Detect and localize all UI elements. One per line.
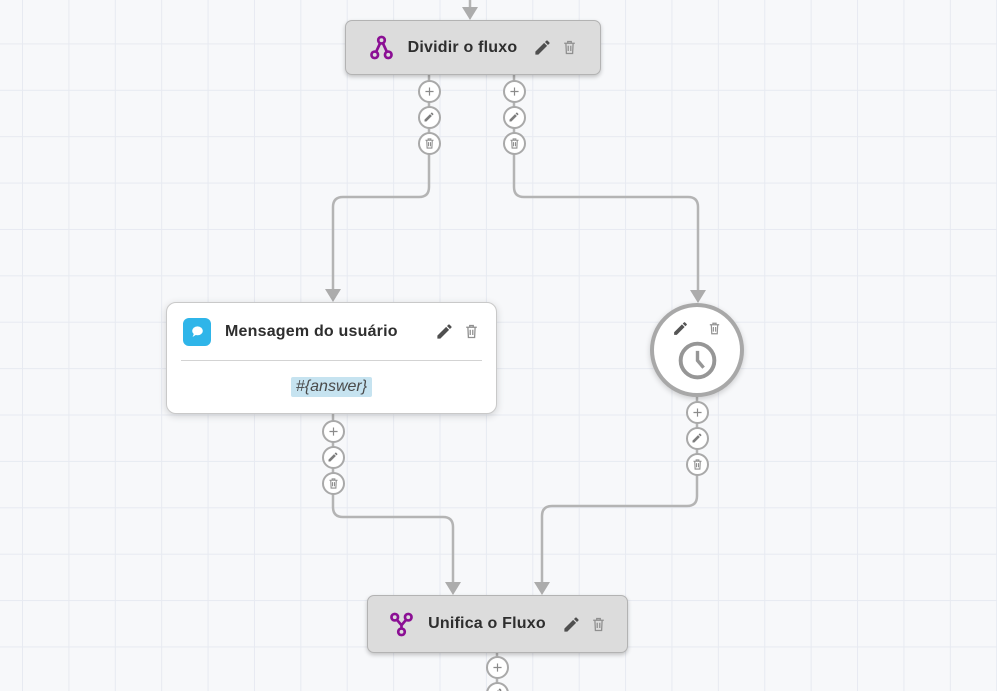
arrowhead-into-divide — [462, 7, 478, 20]
add-block-button[interactable] — [321, 419, 345, 443]
arrowhead-message-into-merge — [445, 582, 461, 595]
chat-bubble-icon — [183, 317, 211, 346]
edit-connection-button[interactable] — [485, 681, 509, 691]
add-block-button[interactable] — [485, 655, 509, 679]
split-flow-icon — [368, 34, 395, 61]
node-header: Mensagem do usuário — [167, 303, 496, 360]
divider — [181, 360, 482, 361]
trash-icon — [327, 477, 340, 490]
wire-timer-to-merge — [540, 397, 699, 582]
delete-connection-button[interactable] — [502, 131, 526, 155]
wire-message-to-merge — [331, 414, 455, 582]
wire-divide-to-timer — [512, 75, 700, 290]
pencil-icon — [672, 320, 689, 337]
trash-icon — [561, 39, 578, 56]
edit-connection-button[interactable] — [502, 105, 526, 129]
port-actions-divide-right — [502, 79, 526, 155]
add-block-button[interactable] — [502, 79, 526, 103]
pencil-icon — [533, 38, 552, 57]
delete-node-button[interactable] — [590, 616, 607, 633]
edit-node-button[interactable] — [562, 615, 581, 634]
node-title: Mensagem do usuário — [225, 322, 398, 340]
plus-icon — [327, 425, 340, 438]
plus-icon — [691, 406, 704, 419]
delete-node-button[interactable] — [463, 323, 480, 340]
edit-node-button[interactable] — [435, 322, 454, 341]
edit-node-button[interactable] — [533, 38, 552, 57]
node-body: #{answer} — [167, 361, 496, 413]
wire-divide-to-message — [331, 75, 431, 289]
trash-icon — [423, 137, 436, 150]
node-divide-flow[interactable]: Dividir o fluxo — [345, 20, 601, 75]
add-block-button[interactable] — [685, 400, 709, 424]
node-title: Unifica o Fluxo — [428, 615, 546, 632]
trash-icon — [707, 321, 722, 336]
port-actions-merge — [485, 655, 509, 691]
port-actions-divide-left — [417, 79, 441, 155]
delete-connection-button[interactable] — [321, 471, 345, 495]
pencil-icon — [491, 687, 503, 691]
arrowhead-into-timer — [690, 290, 706, 303]
node-title: Dividir o fluxo — [407, 38, 518, 56]
edit-connection-button[interactable] — [321, 445, 345, 469]
pencil-icon — [691, 432, 703, 444]
edit-node-button[interactable] — [672, 320, 689, 337]
trash-icon — [463, 323, 480, 340]
node-user-message[interactable]: Mensagem do usuário #{answer} — [166, 302, 497, 414]
pencil-icon — [327, 451, 339, 463]
node-actions — [672, 320, 722, 337]
trash-icon — [590, 616, 607, 633]
delete-connection-button[interactable] — [417, 131, 441, 155]
trash-icon — [508, 137, 521, 150]
clock-icon — [676, 339, 719, 382]
trash-icon — [691, 458, 704, 471]
merge-flow-icon — [388, 611, 415, 638]
pencil-icon — [508, 111, 520, 123]
add-block-button[interactable] — [417, 79, 441, 103]
variable-chip: #{answer} — [290, 377, 373, 397]
delete-connection-button[interactable] — [685, 452, 709, 476]
pencil-icon — [435, 322, 454, 341]
edit-connection-button[interactable] — [685, 426, 709, 450]
plus-icon — [423, 85, 436, 98]
plus-icon — [508, 85, 521, 98]
delete-node-button[interactable] — [707, 321, 722, 336]
arrowhead-into-message — [325, 289, 341, 302]
pencil-icon — [562, 615, 581, 634]
port-actions-timer — [685, 400, 709, 476]
arrowhead-timer-into-merge — [534, 582, 550, 595]
node-merge-flow[interactable]: Unifica o Fluxo — [367, 595, 628, 653]
delete-node-button[interactable] — [561, 39, 578, 56]
edit-connection-button[interactable] — [417, 105, 441, 129]
port-actions-message — [321, 419, 345, 495]
pencil-icon — [423, 111, 435, 123]
plus-icon — [491, 661, 504, 674]
node-wait-timer[interactable] — [650, 303, 744, 397]
